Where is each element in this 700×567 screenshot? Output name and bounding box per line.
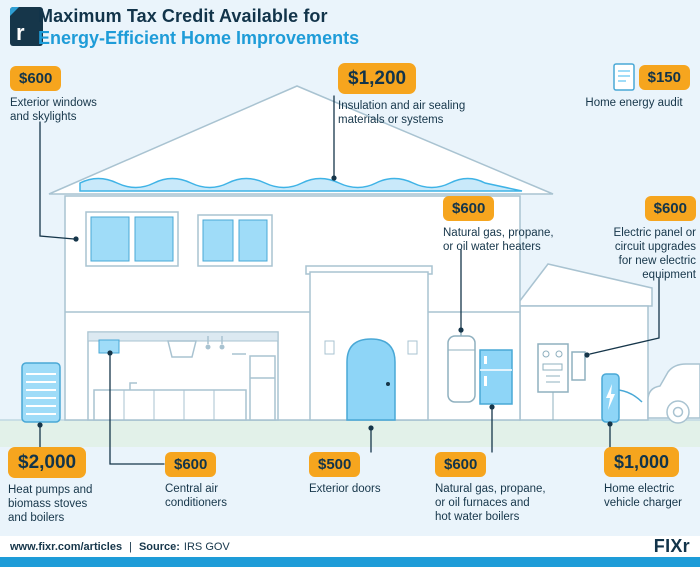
counters [93,389,247,421]
car [647,363,700,424]
garage-kitchen [87,331,279,421]
item-label: Insulation and air sealing materials or … [338,100,466,127]
callout-water-heaters: $600 Natural gas, propane, or oil water … [443,196,554,254]
bottom-accent-bar [0,557,700,567]
sconce-right [407,340,418,355]
insulation-band [79,177,523,192]
item-label: Natural gas, propane, or oil water heate… [443,227,554,254]
callout-furnaces: $600 Natural gas, propane, or oil furnac… [435,452,546,524]
heat-pump-unit [21,362,61,423]
range-hood [167,340,197,358]
fixr-wordmark: FIXr [653,536,690,556]
front-door [324,338,418,421]
footer-separator: | [129,540,132,553]
source-label: Source: [138,540,180,553]
item-label: Home energy audit [585,97,683,109]
water-heater [447,330,476,403]
item-label: Heat pumps and biomass stoves and boiler… [8,484,93,525]
amount-badge: $600 [435,452,487,477]
roof [48,85,554,195]
amount-badge: $2,000 [8,447,87,478]
document-icon [612,63,635,91]
electric-panel [537,343,586,420]
logo-letter: r [16,20,25,45]
fixr-logo-mark: r [10,7,43,46]
amount-badge: $500 [309,452,361,477]
amount-badge: $1,200 [338,63,417,94]
item-label: Natural gas, propane, or oil furnaces an… [435,483,546,524]
callout-central-air: $600 Central air conditioners [165,452,227,510]
callout-heat-pumps: $2,000 Heat pumps and biomass stoves and… [8,447,92,525]
meter-box [571,351,586,381]
amount-badge: $1,000 [604,447,680,477]
callout-energy-audit: $150 Home energy audit [578,63,690,110]
callout-exterior-windows: $600 Exterior windows and skylights [10,66,97,124]
connector-dots [37,175,613,431]
page-title-line1: Maximum Tax Credit Available for [38,6,328,26]
footer-bar: www.fixr.com/articles | Source: IRS GOV … [0,536,700,557]
connector-lines [39,95,660,465]
page-title-line2: Energy-Efficient Home Improvements [38,28,360,48]
callout-ev-charger: $1,000 Home electric vehicle charger [604,447,682,510]
source-value: IRS GOV [183,540,230,553]
house-structure [48,85,653,421]
callout-electric-panel: $600 Electric panel or circuit upgrades … [614,196,696,282]
item-label: Electric panel or circuit upgrades for n… [613,227,696,282]
item-label: Central air conditioners [165,483,228,510]
ground [0,419,700,447]
callout-exterior-doors: $500 Exterior doors [309,452,381,496]
sconce-left [324,340,335,355]
amount-badge: $600 [443,196,495,221]
amount-badge: $600 [644,196,696,221]
fridge [249,355,276,421]
callout-insulation: $1,200 Insulation and air sealing materi… [338,63,465,127]
amount-badge: $600 [165,452,217,477]
upstairs-windows [85,211,273,267]
faucet [129,382,137,390]
item-label: Home electric vehicle charger [604,483,682,510]
amount-badge: $150 [638,64,690,90]
item-label: Exterior windows and skylights [10,97,97,124]
item-label: Exterior doors [309,483,381,495]
amount-badge: $600 [10,66,62,91]
boiler-unit [479,349,513,405]
footer-url: www.fixr.com/articles [10,540,123,553]
